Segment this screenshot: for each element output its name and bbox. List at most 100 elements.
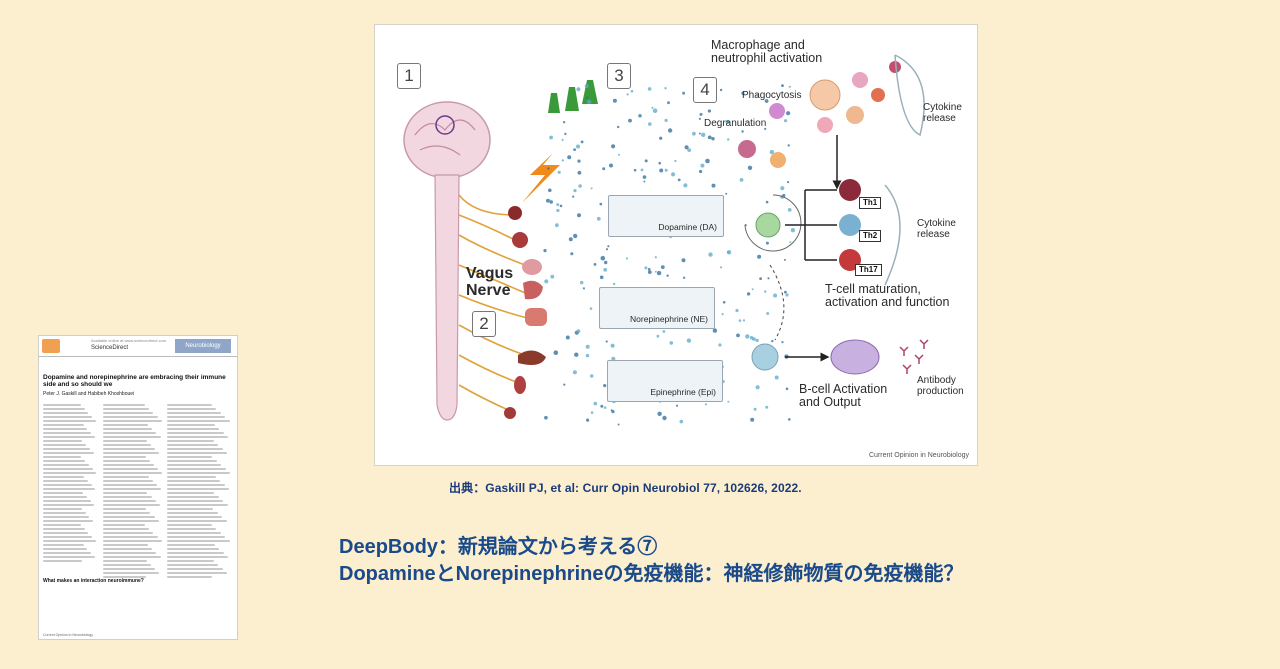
paper-available: Available online at www.sciencedirect.co… [91,338,167,343]
particle [570,252,574,256]
text-line [167,412,221,414]
particle [704,403,707,406]
particle [562,121,566,124]
text-line [103,420,162,422]
particle [726,250,732,255]
t-cell-icon [755,212,781,238]
text-line [167,428,220,430]
particle [769,149,775,155]
particle [578,184,582,188]
particle [633,168,637,172]
particle [671,172,676,177]
particle [790,228,796,233]
text-line [167,564,219,566]
particle [787,181,790,184]
particle [727,138,730,141]
text-line [103,412,154,414]
particle [638,114,642,118]
particle [573,148,576,151]
particle [644,159,648,163]
particle [739,178,744,182]
particle [544,415,548,420]
particle [617,423,620,426]
text-line [43,548,88,550]
particle [586,99,592,105]
particle [548,188,552,193]
particle [593,401,598,406]
particle [742,319,746,322]
particle [755,385,760,390]
text-line [43,504,95,506]
text-line [103,528,150,530]
particle [547,167,550,170]
particle [773,293,778,298]
text-line [167,452,228,454]
text-line [43,440,83,442]
particle [604,260,608,265]
text-line [43,408,85,410]
particle [741,130,744,133]
particle [654,270,657,273]
particle [564,132,567,136]
cytokine-release-top-label: Cytokine release [923,102,962,124]
slide-title-line-2: DopamineとNorepinephrineの免疫機能：神経修飾物質の免疫機能… [339,563,964,585]
particle [698,132,701,135]
particle [565,335,570,340]
text-line [43,524,81,526]
particle [701,132,706,137]
text-line [43,484,92,486]
particle [756,94,759,97]
text-line [43,480,88,482]
text-line [167,492,215,494]
particle [572,195,575,198]
particle [764,99,769,103]
text-line [43,412,89,414]
particle [609,163,613,168]
sciencedirect-label: ScienceDirect [91,345,129,351]
particle [662,415,667,421]
text-line [103,464,154,466]
particle [580,140,584,144]
particle [735,308,739,313]
bcell-label: B-cell Activation and Output [799,382,888,409]
particle [586,418,590,422]
particle [567,155,572,160]
particle [660,265,665,269]
text-line [167,468,226,470]
text-line [43,460,86,462]
particle [686,338,692,343]
particle [720,266,723,269]
particle [582,287,585,290]
particle [612,282,616,286]
text-line [167,476,216,478]
particle [707,135,712,140]
particle [572,370,577,375]
dopamine-label: Dopamine (DA) [658,222,717,232]
particle [708,252,713,257]
text-line [103,516,155,518]
text-line [167,516,223,518]
text-line [167,444,219,446]
particle [757,254,762,259]
text-line [103,508,147,510]
text-line [167,572,228,574]
particle [666,274,669,277]
text-line [167,420,230,422]
particle [767,277,770,280]
text-line [103,408,150,410]
particle [584,83,589,89]
text-line [103,452,160,454]
text-line [43,536,93,538]
text-line [167,560,214,562]
text-line [43,424,84,426]
text-line [43,560,83,562]
particle [546,198,550,203]
particle [687,148,692,152]
particle [682,91,685,95]
text-line [103,496,152,498]
particle [664,118,668,122]
particle [611,356,616,361]
text-line [167,488,230,490]
text-line [167,408,217,410]
particle [590,374,594,378]
